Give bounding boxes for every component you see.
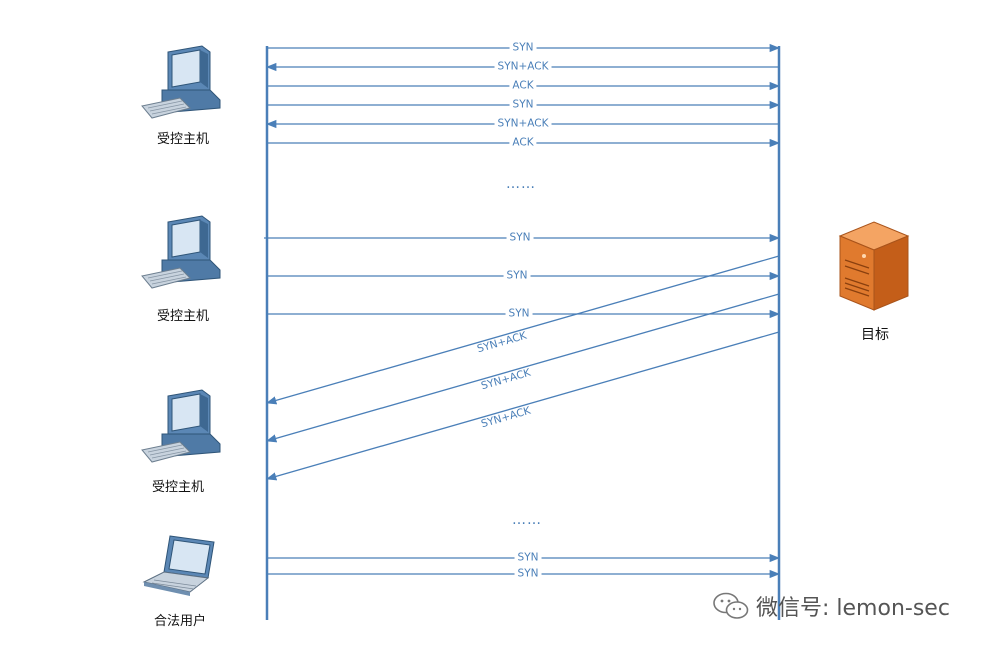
host-label: 合法用户	[153, 614, 207, 629]
message-label: ACK	[509, 79, 537, 93]
message-label: SYN	[503, 269, 531, 283]
host-label: 受控主机	[156, 309, 210, 324]
message-label: SYN+ACK	[494, 117, 552, 131]
message-arrow	[266, 293, 780, 443]
message-label: SYN	[509, 98, 537, 112]
wechat-watermark: 微信号: lemon-sec	[712, 588, 950, 624]
host-label: 受控主机	[156, 132, 210, 147]
message-label: SYN	[514, 551, 542, 565]
message-label: ACK	[509, 136, 537, 150]
continuation-ellipsis: ……	[506, 176, 536, 192]
wechat-icon	[713, 592, 749, 619]
desktop-computer-icon	[141, 215, 221, 289]
message-label: SYN	[514, 567, 542, 581]
desktop-computer-icon	[141, 45, 221, 119]
server-icon	[838, 221, 910, 311]
message-label: SYN	[509, 41, 537, 55]
desktop-computer-icon	[141, 389, 221, 463]
laptop-icon	[142, 535, 215, 596]
message-arrow	[266, 331, 780, 481]
host-label: 受控主机	[151, 480, 205, 495]
target-label: 目标	[861, 327, 889, 343]
watermark-text: 微信号: lemon-sec	[756, 596, 950, 621]
message-label: SYN	[505, 307, 533, 321]
message-label: SYN	[506, 231, 534, 245]
message-arrow	[266, 255, 780, 405]
continuation-ellipsis: ……	[512, 512, 542, 528]
message-label: SYN+ACK	[494, 60, 552, 74]
